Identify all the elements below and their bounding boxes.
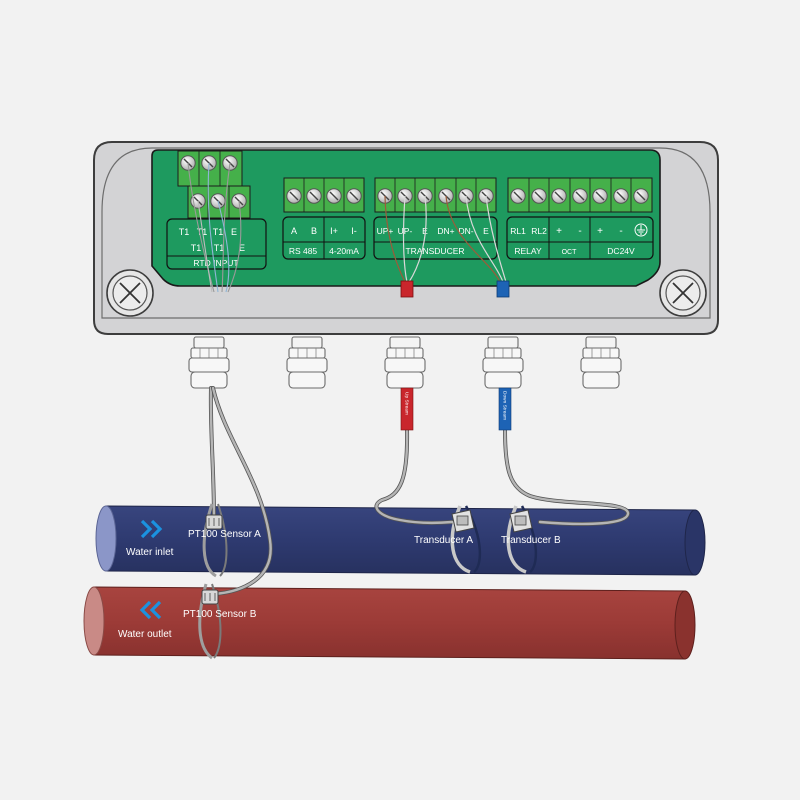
rtd-top-label-3: T1 [213, 227, 224, 237]
oct-label-minus: - [578, 226, 581, 237]
rtd-input-panel: T1 T1 T1 E T1 T1 E RTD INPUT [166, 218, 267, 270]
rs485-label-b: B [311, 226, 317, 236]
relay-title: RELAY [514, 246, 542, 256]
transducer-terminal-block [374, 177, 497, 213]
downstream-tag-label: Down Stream [502, 391, 508, 420]
transducer-label-panel: UP+ UP- E DN+ DN- E TRANSDUCER [373, 216, 498, 260]
rtd-input-title: RTD INPUT [193, 258, 238, 268]
transducer-label-up-minus: UP- [398, 226, 413, 236]
rs485-title: RS 485 [289, 246, 318, 256]
pt100-sensor-a-label: PT100 Sensor A [188, 529, 261, 540]
transducer-b-label: Transducer B [501, 535, 561, 546]
oct-title: OCT [562, 249, 578, 256]
downstream-cable-tag: Down Stream [498, 387, 512, 431]
dc24v-label-minus: - [619, 226, 622, 237]
rtd-top-label-2: T1 [197, 227, 208, 237]
cable-gland-5 [580, 336, 622, 389]
ground-icon [634, 223, 648, 237]
pt100-sensor-a-icon [202, 503, 228, 578]
dc24v-title: DC24V [607, 246, 635, 256]
transducer-label-e2: E [483, 226, 489, 236]
inlet-flow-arrow-icon [140, 519, 163, 539]
pt100-cables [208, 386, 273, 596]
rtd-bottom-label-1: T1 [191, 243, 202, 253]
transducer-label-dn-plus: DN+ [437, 226, 454, 236]
water-outlet-label: Water outlet [118, 629, 172, 640]
transducer-title: TRANSDUCER [405, 246, 464, 256]
upstream-connector [400, 280, 414, 298]
upstream-cable-tag: Up Stream [400, 387, 414, 431]
water-outlet-pipe [83, 586, 696, 660]
mount-screw-left-icon [106, 269, 154, 317]
rtd-bottom-label-2: T1 [214, 243, 225, 253]
transducer-label-up-plus: UP+ [377, 226, 394, 236]
current-title: 4-20mA [329, 246, 359, 256]
relay-label-rl2: RL2 [531, 226, 547, 236]
water-inlet-label: Water inlet [126, 547, 174, 558]
transducer-label-dn-minus: DN- [458, 226, 473, 236]
rtd-terminal-block-upper [177, 150, 243, 187]
water-inlet-pipe [95, 505, 706, 576]
cable-gland-3 [384, 336, 426, 389]
transducer-internal-wires [384, 195, 507, 283]
oct-label-plus: + [556, 226, 562, 237]
upstream-cable [374, 428, 454, 525]
transducer-b-icon [506, 505, 538, 574]
comm-terminal-block [283, 177, 365, 213]
dc24v-label-plus: + [597, 226, 603, 237]
mount-screw-right-icon [659, 269, 707, 317]
transducer-a-icon [450, 505, 482, 574]
relay-label-rl1: RL1 [510, 226, 526, 236]
power-terminal-block [507, 177, 653, 213]
rtd-top-label-1: T1 [179, 227, 190, 237]
rtd-internal-wires [187, 162, 242, 293]
downstream-cable [503, 428, 630, 526]
cable-gland-4 [482, 336, 524, 389]
rtd-top-label-4: E [231, 227, 237, 237]
cable-gland-1 [188, 336, 230, 389]
rtd-bottom-label-3: E [239, 243, 245, 253]
enclosure-inner-rim [101, 147, 711, 319]
outlet-flow-arrow-icon [139, 600, 162, 620]
rs485-label-a: A [291, 226, 297, 236]
transducer-a-label: Transducer A [414, 535, 473, 546]
pt100-sensor-b-label: PT100 Sensor B [183, 609, 257, 620]
upstream-tag-label: Up Stream [404, 392, 410, 415]
downstream-connector [496, 280, 510, 298]
current-label-minus: I- [351, 226, 357, 236]
comm-label-panel: A B I+ I- RS 485 4-20mA [282, 216, 366, 260]
pt100-sensor-b-icon [198, 583, 222, 660]
cable-gland-2 [286, 336, 328, 389]
power-label-panel: RL1 RL2 + - + - RELAY OCT DC24V [506, 216, 654, 260]
current-label-plus: I+ [330, 226, 338, 236]
